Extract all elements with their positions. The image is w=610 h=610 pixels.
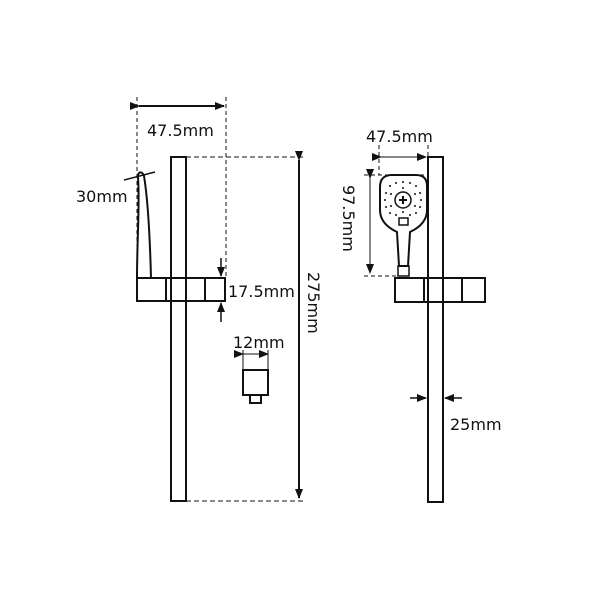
side-bracket [136,277,226,302]
label-rail-length: 275mm [304,272,323,334]
spray-dots [384,181,422,216]
label-bracket-height: 17.5mm [228,282,295,301]
label-handle-thickness: 30mm [76,187,128,206]
label-bracket-width: 47.5mm [147,121,214,140]
side-rail [170,156,187,502]
spray-center [394,191,412,209]
label-head-width: 47.5mm [366,127,433,146]
label-head-length: 97.5mm [339,185,358,252]
front-rail [427,156,444,503]
front-bracket [394,277,486,303]
front-view [364,145,486,503]
handle-profile [136,171,152,279]
side-view [123,97,305,502]
label-connector-width: 12mm [233,333,285,352]
label-rail-width: 25mm [450,415,502,434]
spray-button [398,217,409,226]
wall-connector [242,369,269,396]
